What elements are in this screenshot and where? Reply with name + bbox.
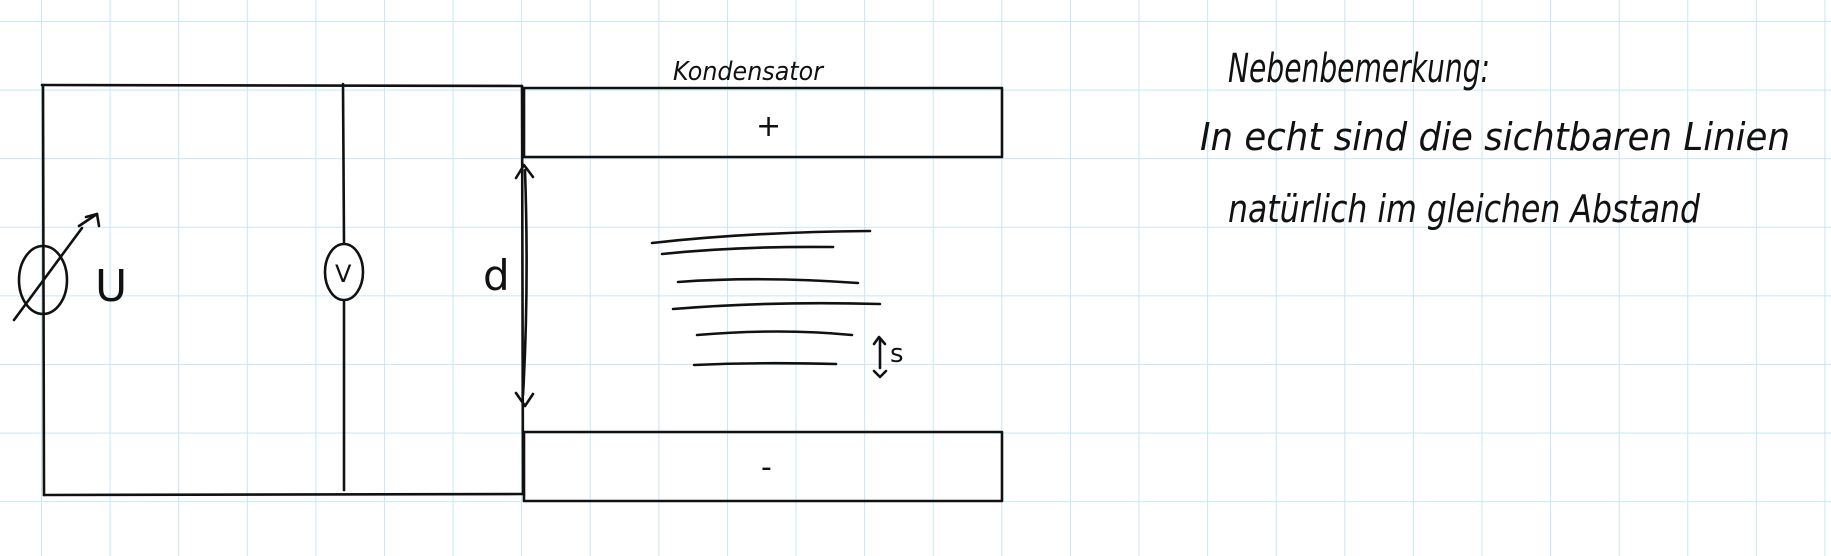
distance-arrow-top-head bbox=[514, 163, 535, 180]
plus-sign: + bbox=[756, 109, 781, 144]
voltmeter-label: V bbox=[335, 260, 352, 288]
capacitor-top-plate bbox=[522, 86, 1004, 159]
voltmeter-circle bbox=[323, 242, 365, 302]
wire-right bbox=[520, 84, 525, 496]
field-line bbox=[660, 245, 835, 256]
side-note: Nebenbemerkung: In echt sind die sichtba… bbox=[1200, 46, 1790, 231]
voltmeter-symbol: V bbox=[323, 242, 365, 302]
capacitor: + - Kondensator bbox=[522, 57, 1004, 503]
source-arrow-tail bbox=[77, 212, 99, 228]
field-line bbox=[676, 277, 860, 285]
capacitor-bottom-plate bbox=[522, 430, 1004, 503]
spacing-caret bbox=[872, 335, 887, 346]
minus-sign: - bbox=[761, 450, 772, 485]
field-line bbox=[695, 330, 854, 337]
capacitor-label: Kondensator bbox=[673, 57, 825, 87]
field-lines bbox=[650, 229, 882, 367]
distance-arrow: d bbox=[483, 163, 535, 408]
wire-middle-top bbox=[341, 82, 346, 244]
spacing-bottom-caret bbox=[872, 369, 888, 379]
source-slash bbox=[12, 226, 84, 322]
voltage-source-label: U bbox=[95, 261, 127, 312]
voltage-source-symbol: U bbox=[12, 212, 127, 322]
note-line-1: In echt sind die sichtbaren Linien bbox=[1200, 115, 1790, 159]
field-line bbox=[671, 301, 882, 311]
note-title: Nebenbemerkung: bbox=[1228, 46, 1490, 92]
wire-bottom bbox=[42, 492, 526, 497]
spacing-marker: s bbox=[872, 335, 904, 379]
distance-label: d bbox=[483, 251, 510, 300]
wire-top bbox=[40, 83, 524, 88]
source-circle bbox=[17, 244, 69, 316]
field-line bbox=[650, 229, 872, 245]
field-line bbox=[692, 361, 838, 367]
distance-arrow-line bbox=[521, 168, 528, 397]
distance-arrow-bottom-head bbox=[514, 391, 535, 408]
note-line-2: natürlich im gleichen Abstand bbox=[1228, 187, 1701, 231]
spacing-label: s bbox=[890, 339, 904, 369]
circuit-wires bbox=[40, 82, 526, 497]
wire-left bbox=[41, 83, 46, 497]
